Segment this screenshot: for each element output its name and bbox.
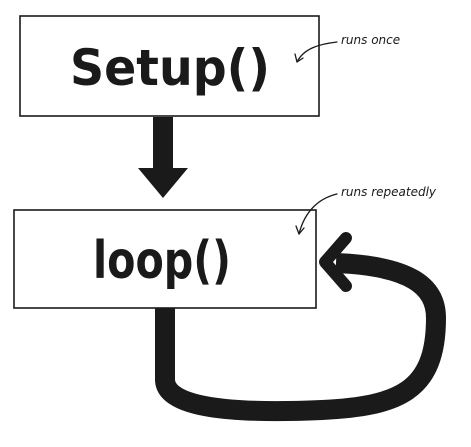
setup-note-pointer-icon xyxy=(296,41,338,63)
setup-note-text: runs once xyxy=(341,33,400,47)
loop-note-pointer-icon xyxy=(298,193,338,235)
loop-note-text: runs repeatedly xyxy=(341,185,437,199)
setup-note-pointer-tip-icon xyxy=(294,53,304,63)
loop-back-arrow-icon xyxy=(155,232,446,422)
loop-note: runs repeatedly xyxy=(295,185,437,235)
setup-node: Setup() xyxy=(19,15,320,117)
setup-box xyxy=(19,15,320,117)
down-arrow-icon xyxy=(138,117,188,198)
setup-label: Setup() xyxy=(70,39,270,97)
loop-node: loop() xyxy=(13,209,317,309)
loop-label: loop() xyxy=(93,231,231,291)
loop-box xyxy=(13,209,317,309)
loop-note-pointer-tip-icon xyxy=(295,225,305,235)
setup-note: runs once xyxy=(294,33,400,63)
